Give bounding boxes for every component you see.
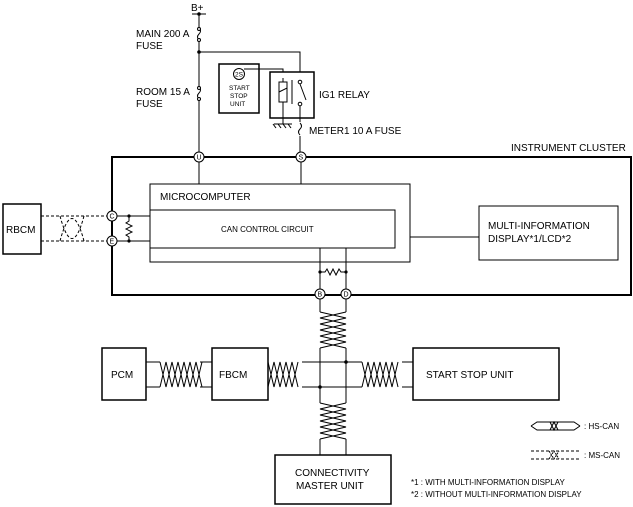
pcm-box bbox=[101, 347, 147, 401]
connectivity-label-2: MASTER UNIT bbox=[296, 481, 364, 492]
rbcm-section: RBCM bbox=[2, 203, 107, 255]
multi-info-line-2: DISPLAY*1/LCD*2 bbox=[488, 234, 572, 245]
microcomputer-label: MICROCOMPUTER bbox=[160, 192, 251, 203]
note-2: *2 : WITHOUT MULTI-INFORMATION DISPLAY bbox=[411, 490, 582, 499]
start-stop-small-2: STOP bbox=[230, 93, 248, 100]
svg-text:D: D bbox=[344, 292, 349, 299]
fbcm-box bbox=[211, 347, 269, 401]
can-control-label: CAN CONTROL CIRCUIT bbox=[221, 225, 314, 234]
twist-lower bbox=[319, 402, 347, 440]
svg-text:C: C bbox=[110, 214, 115, 221]
connectivity-box bbox=[274, 454, 392, 505]
multi-info-display-box bbox=[478, 205, 619, 261]
twist-upper bbox=[319, 311, 347, 349]
ms-can-symbol bbox=[548, 450, 560, 460]
main-fuse-label-1: MAIN 200 A bbox=[136, 29, 190, 40]
bus-junction-2 bbox=[344, 360, 348, 364]
legend-ms-can: : MS-CAN bbox=[584, 451, 620, 460]
ig1-relay-switch bbox=[299, 83, 307, 101]
ms-can-twist bbox=[59, 215, 85, 242]
start-stop-small-1: START bbox=[229, 85, 250, 92]
note-1: *1 : WITH MULTI-INFORMATION DISPLAY bbox=[411, 478, 565, 487]
room-fuse-label-1: ROOM 15 A bbox=[136, 87, 190, 98]
legend-hs-can: : HS-CAN bbox=[584, 422, 619, 431]
meter-fuse-label: METER1 10 A FUSE bbox=[309, 126, 402, 137]
battery-label: B+ bbox=[191, 3, 204, 14]
start-stop-badge: 2S bbox=[235, 72, 244, 79]
ig1-relay-label: IG1 RELAY bbox=[319, 90, 370, 101]
svg-text:B: B bbox=[318, 292, 323, 299]
fbcm-label: FBCM bbox=[219, 370, 247, 381]
start-stop-small-3: UNIT bbox=[230, 101, 245, 108]
bus-junction-1 bbox=[318, 385, 322, 389]
svg-text:E: E bbox=[110, 239, 115, 246]
start-stop-unit-box bbox=[412, 347, 560, 401]
rbcm-label: RBCM bbox=[6, 225, 35, 236]
svg-text:U: U bbox=[197, 155, 202, 162]
hs-can-bus: PCM FBCM START STOP UNIT CONNECTIVITY MA… bbox=[101, 299, 560, 505]
termination-resistor-bottom bbox=[320, 267, 346, 277]
connectivity-label-1: CONNECTIVITY bbox=[295, 468, 370, 479]
meter-fuse-symbol bbox=[298, 122, 302, 136]
main-fuse-label-2: FUSE bbox=[136, 41, 163, 52]
multi-info-line-1: MULTI-INFORMATION bbox=[488, 221, 590, 232]
rbcm-box bbox=[2, 203, 42, 255]
power-section: B+ MAIN 200 A FUSE ROOM 15 A FUSE 2S STA… bbox=[136, 3, 402, 152]
instrument-cluster-title: INSTRUMENT CLUSTER bbox=[511, 143, 626, 154]
hs-can-symbol bbox=[549, 420, 559, 432]
twist-bus-ssu bbox=[361, 361, 399, 388]
termination-resistor-left bbox=[124, 216, 134, 241]
legend: : HS-CAN : MS-CAN *1 : WITH MULTI-INFORM… bbox=[411, 420, 620, 499]
svg-text:S: S bbox=[299, 155, 304, 162]
can-control-box bbox=[149, 209, 396, 249]
start-stop-badge-circle bbox=[233, 68, 245, 80]
start-stop-unit-label: START STOP UNIT bbox=[426, 370, 513, 381]
pcm-label: PCM bbox=[111, 370, 133, 381]
instrument-cluster: INSTRUMENT CLUSTER U S MICROCOMPUTER CAN… bbox=[106, 143, 632, 300]
ig1-feed-wire bbox=[199, 51, 301, 73]
room-fuse-label-2: FUSE bbox=[136, 99, 163, 110]
